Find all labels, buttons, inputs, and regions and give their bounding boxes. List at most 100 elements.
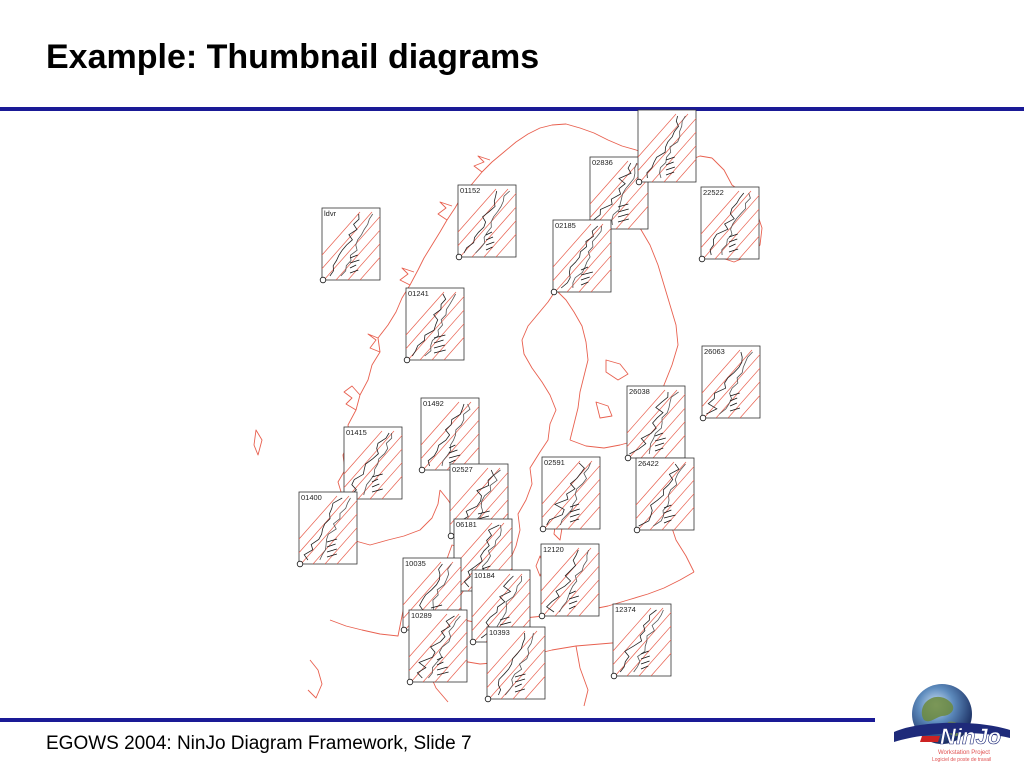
- dewpoint-curve: [646, 115, 679, 179]
- station-label: 02527: [452, 465, 473, 474]
- wind-barb: [514, 678, 526, 683]
- thumbnail-diagram[interactable]: 10393: [465, 626, 585, 703]
- wind-barb: [665, 166, 676, 171]
- thumbnail-frame: [408, 609, 468, 683]
- dewpoint-curve: [545, 549, 579, 613]
- thumbnail-diagram[interactable]: 26038: [605, 385, 725, 462]
- station-label: 10184: [474, 571, 495, 580]
- station-label: 01241: [408, 289, 429, 298]
- station-marker: [447, 532, 455, 540]
- wind-barb: [665, 161, 674, 166]
- station-label: 01415: [346, 428, 367, 437]
- station-label: 26063: [704, 347, 725, 356]
- wind-barb: [433, 339, 444, 344]
- wind-barb: [729, 392, 740, 397]
- wind-barb: [663, 509, 672, 514]
- thumbnail-diagram[interactable]: 01492: [399, 397, 519, 474]
- flag-stripes: [920, 736, 940, 742]
- temperature-curve: [659, 115, 686, 179]
- wind-barb: [568, 600, 578, 605]
- hatch-lines: [541, 547, 599, 616]
- hatch-lines: [406, 291, 464, 360]
- footer-divider: [0, 718, 875, 722]
- dewpoint-curve: [411, 293, 447, 357]
- hatch-lines: [613, 607, 671, 676]
- wind-barb: [514, 683, 522, 688]
- thumbnail-frame: [321, 207, 381, 281]
- wind-barb: [436, 671, 449, 676]
- wind-barb: [728, 233, 738, 238]
- temperature-curve: [441, 403, 471, 467]
- dewpoint-curve: [416, 615, 455, 679]
- dewpoint-curve: [706, 351, 743, 415]
- thumbnail-diagram[interactable]: 02591: [520, 456, 640, 533]
- wind-barb: [349, 264, 357, 269]
- thumbnail-diagram[interactable]: 26422: [614, 457, 734, 534]
- thumbnail-diagram[interactable]: [616, 109, 736, 186]
- temperature-curve: [572, 225, 602, 288]
- station-label: 26422: [638, 459, 659, 468]
- temperature-curve: [719, 351, 753, 415]
- wind-barb: [477, 510, 490, 515]
- wind-barb: [569, 518, 580, 523]
- dewpoint-curve: [619, 609, 657, 673]
- wind-barb: [569, 508, 580, 513]
- thumbnail-diagram[interactable]: 10289: [387, 609, 507, 686]
- wind-barb: [436, 666, 448, 671]
- wind-barb: [448, 449, 458, 454]
- thumbnail-diagram[interactable]: 26063: [680, 345, 800, 422]
- wind-barb: [326, 553, 338, 558]
- wind-barb: [499, 616, 510, 621]
- thumbnail-frame: [701, 345, 761, 419]
- wind-barb: [433, 349, 446, 354]
- wind-barb: [371, 483, 380, 488]
- wind-barb: [654, 437, 666, 442]
- dewpoint-curve: [629, 391, 669, 455]
- temperature-curve: [504, 632, 534, 696]
- thumbnail-frame: [486, 626, 546, 700]
- thumbnail-diagram[interactable]: 01400: [277, 491, 397, 568]
- wind-barb: [654, 432, 664, 437]
- slide-title: Example: Thumbnail diagrams: [46, 38, 540, 76]
- wind-barb: [665, 156, 675, 161]
- station-marker: [699, 414, 707, 422]
- wind-barb: [477, 515, 490, 520]
- station-label: 10289: [411, 611, 432, 620]
- wind-barb: [665, 171, 675, 176]
- temperature-curve: [475, 190, 510, 254]
- wind-barb: [481, 565, 491, 570]
- temperature-curve: [340, 213, 374, 277]
- wind-barb: [349, 259, 360, 264]
- thumbnail-diagram[interactable]: 01152: [436, 184, 556, 261]
- hatch-lines: [701, 190, 759, 259]
- thumbnail-diagram[interactable]: 22522: [679, 186, 799, 263]
- thumbnail-frame: [637, 109, 697, 183]
- thumbnail-frame: [541, 456, 601, 530]
- wind-barb: [663, 519, 672, 524]
- logo-tagline-2: Logiciel de poste de travail: [932, 757, 991, 763]
- thumbnail-diagram[interactable]: ldvr: [300, 207, 420, 284]
- thumbnail-diagram[interactable]: 12374: [591, 603, 711, 680]
- thumbnail-frame: [626, 385, 686, 459]
- thumbnail-diagram[interactable]: 01415: [322, 426, 442, 503]
- thumbnail-frame: [612, 603, 672, 677]
- thumbnail-diagram[interactable]: 12120: [519, 543, 639, 620]
- station-marker: [550, 288, 558, 296]
- station-label: 02185: [555, 221, 576, 230]
- station-marker: [635, 178, 643, 186]
- wind-barb: [663, 514, 676, 519]
- wind-barb: [349, 269, 359, 274]
- station-label: ldvr: [324, 209, 337, 218]
- thumbnail-diagram[interactable]: 02185: [531, 219, 651, 296]
- station-marker: [296, 560, 304, 568]
- thumbnail-diagram[interactable]: 01241: [384, 287, 504, 364]
- station-label: 10035: [405, 559, 426, 568]
- temperature-curve: [633, 609, 664, 673]
- dewpoint-curve: [560, 225, 599, 289]
- dewpoint-curve: [350, 432, 390, 496]
- logo-tagline-1: Workstation Project: [938, 750, 990, 756]
- station-label: 22522: [703, 188, 724, 197]
- temperature-curve: [721, 192, 751, 256]
- hatch-lines: [590, 160, 648, 229]
- wind-barb: [349, 254, 358, 259]
